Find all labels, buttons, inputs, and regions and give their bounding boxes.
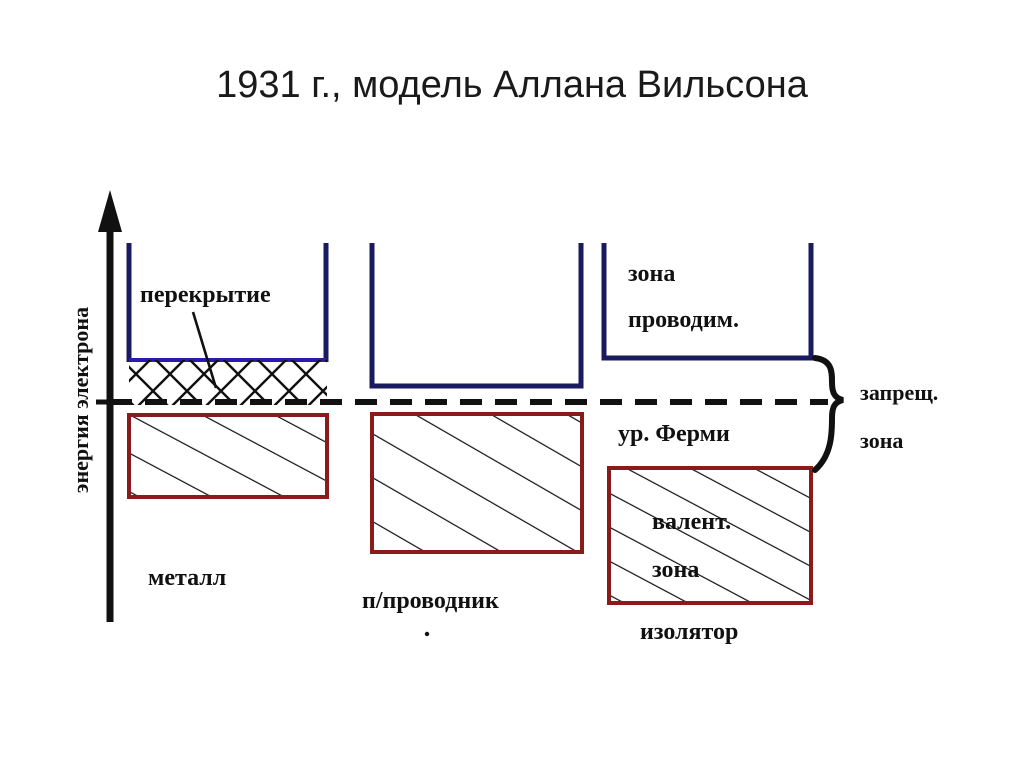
column-insulator (601, 243, 844, 605)
forbidden-gap-label-line1: запрещ. (860, 380, 938, 405)
column-metal (126, 243, 329, 499)
insulator-valence-border (607, 466, 813, 605)
fermi-level-label: ур. Ферми (618, 421, 730, 447)
column-semiconductor (369, 243, 584, 637)
forbidden-gap-label-line2: зона (860, 428, 903, 453)
overlap-leader-line (191, 311, 218, 389)
insulator-valence-hatching (609, 468, 811, 603)
insulator-valence-label-line2: зона (652, 557, 699, 583)
semiconductor-valence-border (370, 412, 584, 554)
semiconductor-conduction-band (369, 243, 584, 389)
forbidden-gap-brace (812, 355, 844, 473)
semiconductor-valence-hatching (372, 414, 582, 552)
metal-valence-hatching (129, 415, 327, 497)
insulator-conduction-band (601, 243, 814, 361)
metal-overlap-band (129, 360, 327, 405)
insulator-conduction-label-line1: зона (628, 261, 675, 287)
insulator-valence-label-line1: валент. (652, 509, 731, 535)
insulator-caption: изолятор (640, 619, 738, 645)
metal-overlap-label: перекрытие (140, 282, 271, 308)
energy-axis-label: энергия электрона (68, 307, 93, 493)
page-title: 1931 г., модель Аллана Вильсона (216, 64, 808, 106)
metal-valence-border (127, 413, 329, 499)
semiconductor-caption: п/проводник (362, 588, 499, 614)
metal-caption: металл (148, 565, 226, 591)
insulator-conduction-label-line2: проводим. (628, 307, 739, 333)
energy-axis (96, 190, 128, 622)
stray-dot-mark (424, 631, 430, 637)
